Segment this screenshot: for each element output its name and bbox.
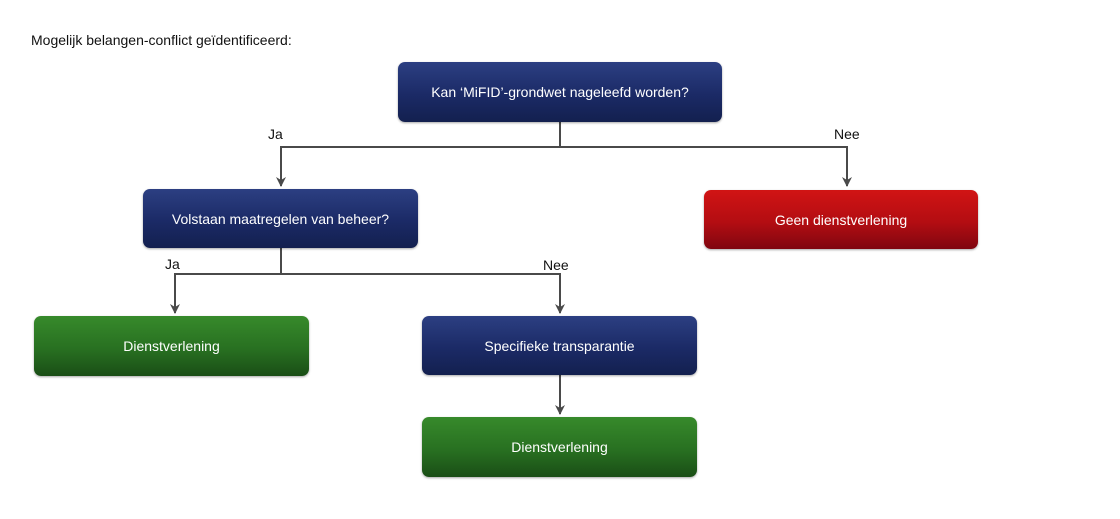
edge-label-q1-no: Nee [834, 126, 860, 142]
edge-label-q1-yes: Ja [268, 126, 283, 142]
step-specific-transparency-label: Specifieke transparantie [484, 337, 635, 354]
edge-label-q2-yes: Ja [165, 256, 180, 272]
outcome-no-service: Geen dienstverlening [704, 190, 978, 249]
edge-label-q2-no: Nee [543, 257, 569, 273]
connector-q1-no [560, 146, 852, 187]
outcome-no-service-label: Geen dienstverlening [774, 211, 908, 228]
outcome-service-after-transparency-label: Dienstverlening [511, 439, 608, 455]
question-control-measures-label: Volstaan maatregelen van beheer? [171, 210, 390, 227]
connector-q1-yes [276, 146, 560, 187]
connector-q2-yes [170, 273, 281, 314]
step-specific-transparency: Specifieke transparantie [422, 316, 697, 375]
question-mifid-compliance-label: Kan ‘MiFID’-grondwet nageleefd worden? [431, 84, 689, 100]
diagram-heading: Mogelijk belangen-conflict geïdentificee… [31, 32, 292, 48]
outcome-service-direct: Dienstverlening [34, 316, 309, 376]
question-mifid-compliance: Kan ‘MiFID’-grondwet nageleefd worden? [398, 62, 722, 122]
question-control-measures: Volstaan maatregelen van beheer? [143, 189, 418, 248]
connector-q2-no [281, 273, 565, 314]
outcome-service-after-transparency: Dienstverlening [422, 417, 697, 477]
outcome-service-direct-label: Dienstverlening [123, 338, 220, 354]
